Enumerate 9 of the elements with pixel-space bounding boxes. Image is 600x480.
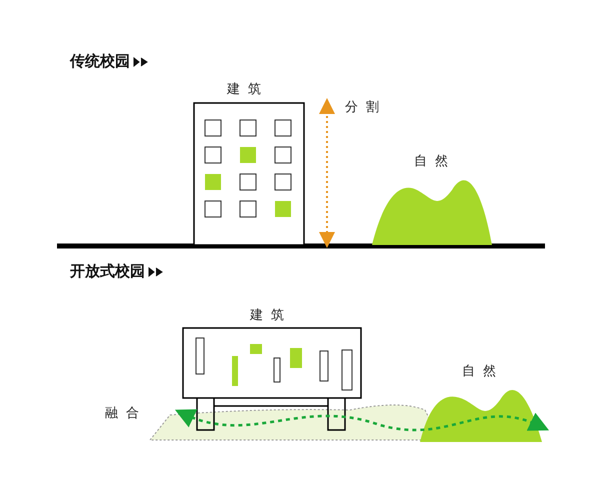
dashed-arrow [174, 408, 550, 432]
nature-label: 自然 [414, 153, 456, 170]
section-heading: 传统校园 [70, 52, 130, 71]
nature-label: 自然 [462, 363, 504, 380]
building-label: 建筑 [227, 81, 269, 98]
building-label: 建筑 [250, 307, 292, 324]
annotation-text: 融合 [105, 405, 147, 422]
annotation-text: 分割 [345, 99, 387, 116]
section-heading: 开放式校园 [70, 262, 145, 281]
